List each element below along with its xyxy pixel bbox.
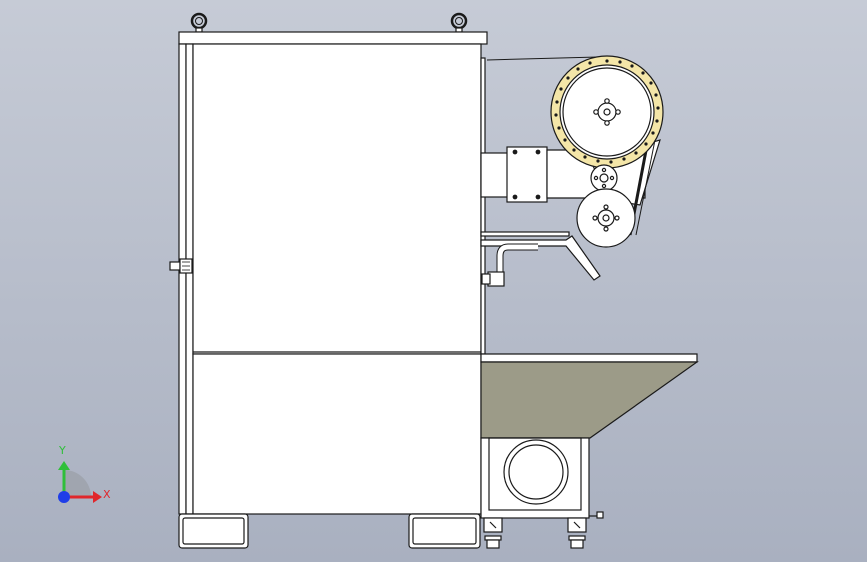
cabinet-door-frame — [178, 43, 194, 515]
abrasive-belt-edge — [635, 139, 656, 236]
cabinet-foot-left — [178, 513, 249, 549]
cabinet-upper-panel — [192, 43, 482, 355]
cabinet-lower-panel — [192, 353, 482, 515]
side-post — [480, 57, 486, 355]
y-axis-head — [58, 461, 70, 470]
triad-plane — [64, 470, 91, 497]
idler-pulley — [590, 164, 618, 192]
dust-box-foot-left — [483, 517, 503, 549]
hopper-chute — [480, 361, 699, 439]
lifting-eye-right — [450, 12, 468, 33]
y-axis-label: Y — [58, 444, 66, 457]
dust-box — [480, 437, 604, 519]
belt-top — [486, 56, 599, 61]
hopper-lip — [480, 353, 698, 363]
coolant-pipe — [481, 243, 538, 287]
contact-wheel — [576, 188, 636, 248]
cabinet-foot-right — [408, 513, 481, 549]
door-latch — [169, 258, 193, 274]
x-axis-label: X — [103, 488, 111, 501]
cabinet-top-cap — [178, 31, 488, 45]
deflector-plate — [480, 235, 601, 281]
machine-model[interactable] — [169, 12, 699, 549]
guide-bar — [480, 231, 570, 237]
view-triad[interactable]: Y X — [58, 444, 111, 503]
lifting-eye-left — [190, 12, 208, 33]
x-axis-head — [93, 491, 102, 503]
z-axis-dot — [58, 491, 70, 503]
dust-box-foot-right — [567, 517, 587, 549]
drive-pulley — [550, 55, 664, 169]
